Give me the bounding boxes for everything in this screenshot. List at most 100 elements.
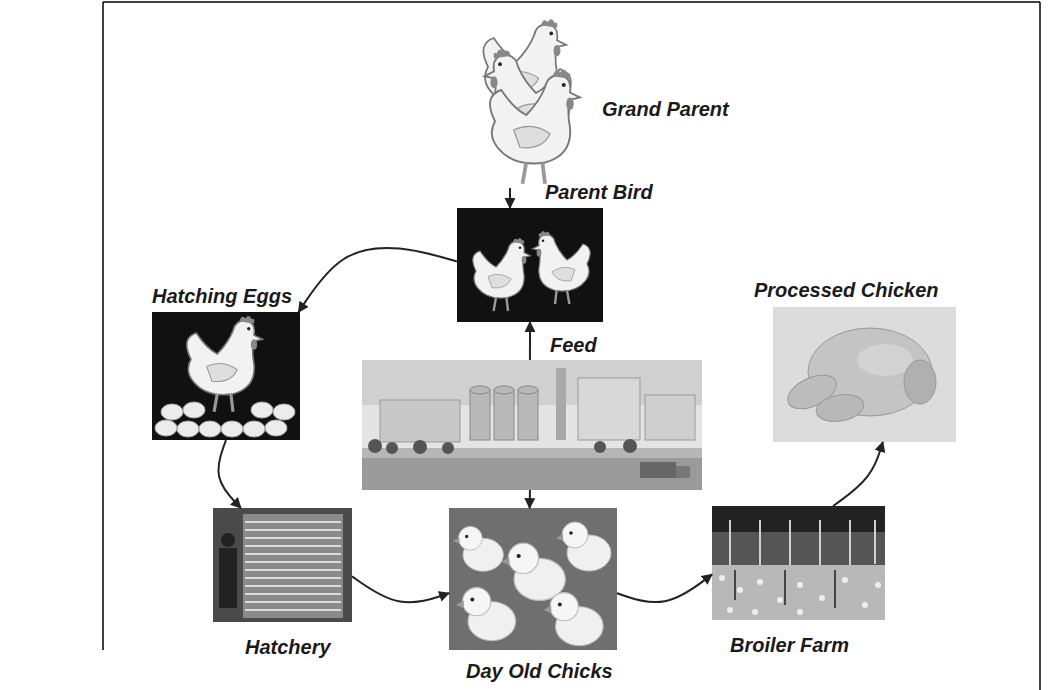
broiler-farm-picture-part-part: [759, 520, 761, 572]
node-label: Broiler Farm: [730, 634, 849, 656]
hatching-eggs-picture-part-part: [199, 421, 221, 437]
feed-mill-picture-part: [362, 360, 702, 490]
picture-node: Processed Chicken: [773, 307, 956, 442]
feed-mill-picture-part: [470, 386, 538, 440]
flow-arrow: [352, 576, 449, 602]
hatchery-picture-part-part: [245, 577, 341, 579]
picture-node: Broiler Farm: [712, 506, 885, 620]
page-frame-part: [1039, 2, 1041, 690]
processed-chicken-picture: [773, 307, 956, 442]
day-old-chicks-picture-part: [501, 543, 565, 600]
feed-mill-picture-part-part: [368, 439, 382, 453]
picture-node: Hatching Eggs: [152, 312, 300, 440]
flow-arrow: [617, 574, 712, 602]
feed-mill-picture-part-part: [494, 386, 514, 394]
processed-chicken-picture-part: [814, 391, 866, 425]
grand-parent-picture-part: [490, 70, 580, 184]
feed-mill-picture-part-part: [494, 390, 514, 440]
feed-mill-picture-part-part: [386, 442, 398, 454]
processed-chicken-picture-part: [904, 360, 936, 404]
day-old-chicks-picture-part: [453, 526, 503, 571]
hatching-eggs-picture-part: [187, 316, 263, 412]
node-label: Grand Parent: [602, 98, 729, 120]
broiler-farm-picture-part: [735, 570, 835, 608]
page-frame-part: [102, 2, 104, 650]
node-label: Feed: [550, 334, 597, 356]
broiler-farm-picture-part-part: [719, 575, 725, 581]
broiler-farm-picture-part-part: [789, 520, 791, 570]
broiler-farm-picture-part-part: [874, 520, 876, 564]
flow-arrow: [299, 248, 457, 312]
broiler-farm-picture: [712, 506, 885, 620]
broiler-farm-picture-part-part: [875, 582, 881, 588]
hatchery-picture-part-part: [245, 585, 341, 587]
day-old-chicks-picture-part: [449, 508, 617, 650]
broiler-farm-picture-part: [712, 565, 885, 620]
day-old-chicks-picture-part: [456, 588, 516, 641]
node-label: Hatchery: [245, 636, 331, 658]
grand-parent-picture: [483, 19, 580, 183]
picture-node: Day Old Chicks: [449, 508, 617, 650]
feed-mill-picture-part-part: [470, 390, 490, 440]
hatchery-picture-part-part: [245, 537, 341, 539]
feed-mill-picture-part: [556, 368, 566, 440]
broiler-farm-picture-part-part: [797, 609, 803, 615]
feed-mill-picture-part-part: [518, 390, 538, 440]
hatchery-picture-part-part: [245, 593, 341, 595]
hatching-eggs-picture: [152, 312, 300, 440]
broiler-farm-picture-part-part: [834, 570, 836, 608]
hatchery-picture-part-part: [245, 529, 341, 531]
broiler-farm-picture-part-part: [734, 570, 736, 600]
flow-arrow: [529, 490, 531, 508]
feed-mill-picture-part-part: [594, 441, 606, 453]
hatching-eggs-picture-part-part: [177, 421, 199, 437]
day-old-chicks-picture-part: [556, 522, 611, 571]
day-old-chicks-picture: [449, 508, 617, 650]
broiler-farm-picture-part-part: [737, 587, 743, 593]
feed-mill-picture-part: [362, 448, 702, 458]
hatchery-picture: [213, 508, 352, 622]
feed-mill-picture: [362, 360, 702, 490]
hatching-eggs-picture-part-part: [265, 420, 287, 436]
hatchery-picture-part-part: [245, 569, 341, 571]
broiler-farm-picture-part-part: [842, 577, 848, 583]
parent-bird-picture: [457, 208, 603, 322]
parent-bird-picture-part-part: [533, 231, 591, 304]
node-label: Processed Chicken: [754, 279, 939, 301]
feed-mill-picture-part-part: [518, 386, 538, 394]
hatchery-picture-part: [243, 514, 343, 618]
hatchery-picture-part-part: [245, 521, 341, 523]
broiler-farm-picture-part-part: [849, 520, 851, 566]
picture-node: Parent Bird: [457, 208, 603, 322]
hatching-eggs-picture-part: [155, 402, 295, 437]
hatchery-picture-part-part: [245, 553, 341, 555]
hatchery-picture-part: [245, 522, 341, 610]
broiler-farm-picture-part-part: [727, 607, 733, 613]
processed-chicken-picture-part: [857, 344, 913, 376]
broiler-farm-picture-part: [712, 506, 885, 532]
feed-mill-picture-part: [676, 466, 690, 478]
processed-chicken-picture-part: [773, 307, 956, 442]
picture-node: Feed: [362, 360, 702, 490]
feed-mill-picture-part-part: [623, 439, 637, 453]
hatching-eggs-picture-part-part: [221, 421, 243, 437]
page-frame: [103, 2, 1040, 690]
node-label: Day Old Chicks: [466, 660, 613, 682]
node-label: Hatching Eggs: [152, 285, 292, 307]
hatching-eggs-picture-part-part: [161, 404, 183, 420]
broiler-farm-picture-part-part: [862, 602, 868, 608]
flow-arrow: [833, 442, 883, 506]
page-frame-part: [103, 1, 1040, 3]
hatchery-picture-part: [213, 508, 352, 622]
feed-mill-picture-part: [578, 378, 640, 440]
hatchery-picture-part-part: [245, 601, 341, 603]
parent-bird-picture-part: [473, 238, 531, 311]
broiler-farm-picture-part: [719, 575, 881, 615]
broiler-farm-picture-part: [712, 506, 885, 620]
feed-mill-picture-part-part: [470, 386, 490, 394]
flow-arrow: [509, 188, 511, 208]
node-label: Parent Bird: [545, 181, 653, 203]
hatchery-picture-part-part: [245, 609, 341, 611]
